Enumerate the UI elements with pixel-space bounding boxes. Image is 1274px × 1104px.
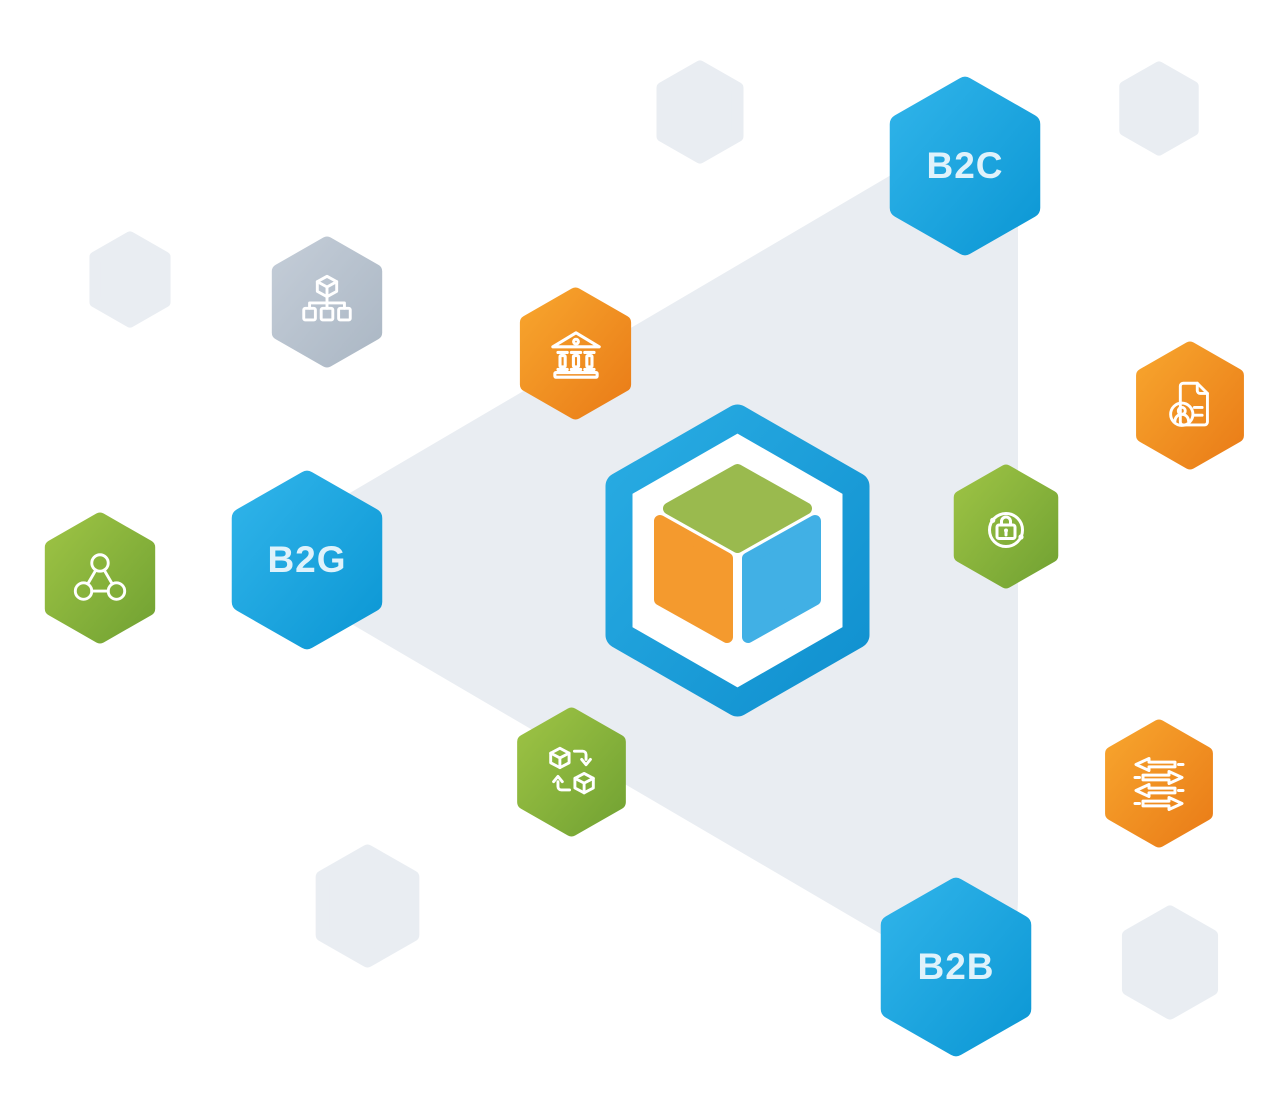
hexagon-bank: [518, 287, 633, 420]
hexagon-transfer: [1103, 719, 1215, 848]
cube-top-face: [663, 464, 812, 553]
hexagon-shape: [89, 231, 171, 328]
bank-building-icon: [550, 330, 601, 379]
hexagon-linked-nodes: [43, 512, 157, 644]
hexagon-shape: [44, 512, 156, 644]
b2g-label: B2G: [267, 539, 347, 580]
cube-right-face: [742, 515, 821, 643]
document-user-icon: [1169, 381, 1209, 427]
linked-nodes-icon: [73, 553, 127, 601]
cube-logo-icon: [605, 404, 870, 717]
decorative-hexagon-bottom-left: [314, 844, 421, 968]
decorative-hexagon-left: [88, 231, 172, 328]
hexagon-b2b: B2B: [878, 877, 1034, 1057]
hexagon-shape: [1121, 905, 1219, 1020]
b2b-label: B2B: [917, 946, 995, 987]
hexagon-shape: [517, 707, 626, 837]
hexagon-shape: [656, 60, 744, 164]
cube-left-face: [654, 515, 733, 643]
hexagon-shape: [1105, 719, 1213, 848]
hexagon-shape: [315, 844, 420, 968]
decorative-hexagon-bottom-right: [1120, 905, 1220, 1020]
hexagon-security: [952, 464, 1060, 589]
hexagon-shape: [880, 877, 1032, 1057]
decorative-hexagon-top-center: [655, 60, 745, 164]
hexagon-b2c: B2C: [887, 76, 1043, 256]
b2c-label: B2C: [926, 145, 1004, 186]
hexagon-cubes-exchange: [515, 707, 628, 837]
hexagon-b2g: B2G: [229, 470, 385, 650]
transfer-arrows-icon: [1133, 756, 1185, 811]
hexagon-shape: [1119, 61, 1199, 156]
connected-cubes-network-icon: [302, 274, 352, 322]
hexagon-network: [270, 236, 384, 368]
decorative-hexagon-top-right: [1118, 61, 1200, 156]
hexagon-shape: [889, 76, 1041, 256]
hexagon-document-user: [1134, 341, 1246, 470]
hexagon-shape: [231, 470, 383, 650]
security-lock-icon: [988, 511, 1024, 548]
hexagon-shape: [953, 464, 1059, 589]
cubes-exchange-icon: [548, 746, 595, 795]
central-logo-hexagon: [597, 398, 879, 723]
